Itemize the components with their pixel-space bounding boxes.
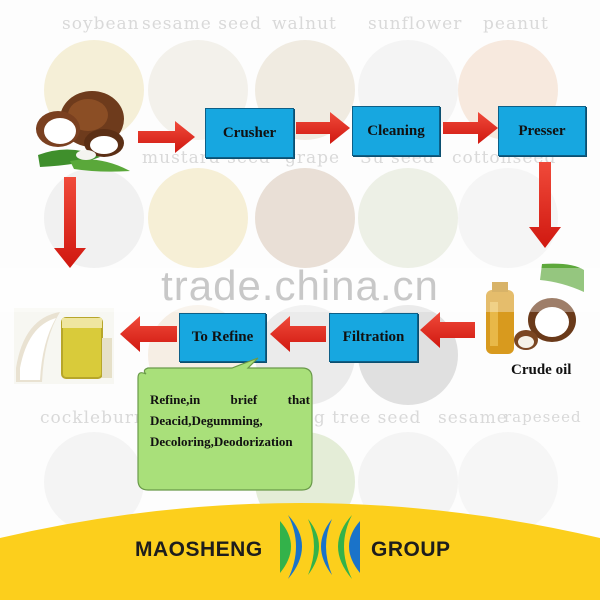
crude-oil-label: Crude oil	[511, 362, 571, 379]
note-line-3: Decoloring,Deodorization	[150, 431, 310, 452]
arrow-coconut-to-crusher	[138, 121, 195, 153]
to-refine-box: To Refine	[179, 313, 266, 362]
arrow-cleaning-to-presser	[443, 112, 498, 144]
note-word-1: Refine,in	[150, 389, 200, 410]
arrow-presser-to-crude-oil	[529, 162, 561, 248]
arrow-coconut-to-oil	[54, 177, 86, 268]
note-line-2: Deacid,Degumming,	[150, 410, 310, 431]
maosheng-logo-icon	[278, 511, 362, 581]
brand-name-right: GROUP	[371, 538, 451, 562]
note-word-3: that	[288, 389, 310, 410]
crusher-box: Crusher	[205, 108, 294, 158]
note-line-1: Refine,in brief that	[150, 389, 310, 410]
presser-box: Presser	[498, 106, 586, 156]
brand-name-left: MAOSHENG	[135, 538, 263, 562]
refine-note-text: Refine,in brief that Deacid,Degumming, D…	[150, 389, 310, 452]
arrow-crusher-to-cleaning	[296, 112, 350, 144]
filtration-box: Filtration	[329, 313, 418, 362]
cleaning-box: Cleaning	[352, 106, 440, 156]
note-word-2: brief	[231, 389, 258, 410]
arrow-refine-to-oil	[120, 316, 177, 352]
arrow-filtration-to-refine	[270, 316, 326, 352]
arrow-crude-oil-to-filtration	[420, 312, 475, 348]
watermark: trade.china.cn	[0, 262, 600, 310]
